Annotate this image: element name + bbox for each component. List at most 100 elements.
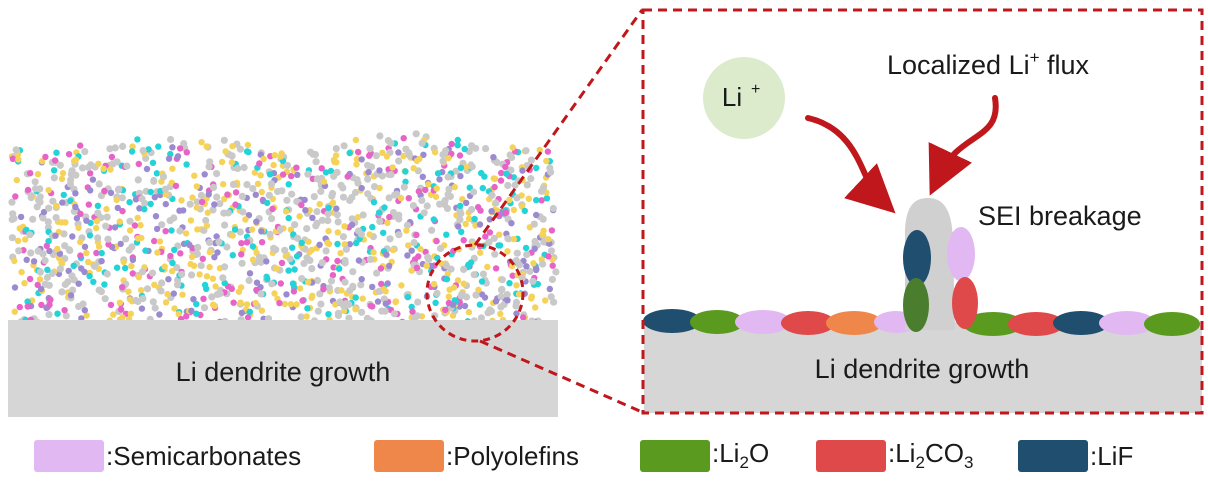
sei-particle — [526, 267, 534, 275]
sei-particle — [543, 157, 550, 165]
sei-particle — [309, 150, 317, 158]
sei-particle — [145, 146, 152, 153]
sei-particle — [60, 191, 67, 199]
sei-particle — [344, 173, 351, 180]
sei-particle — [442, 262, 450, 270]
sei-particle — [252, 299, 259, 307]
sei-particle — [141, 206, 148, 213]
sei-particle — [485, 238, 493, 246]
sei-particle — [291, 266, 298, 273]
sei-particle — [348, 221, 356, 228]
sei-particle — [107, 301, 115, 309]
sei-particle — [105, 241, 112, 248]
sei-particle — [305, 278, 312, 286]
sei-particle — [212, 283, 219, 290]
sei-particle — [488, 191, 496, 199]
sei-particle — [18, 268, 25, 276]
sei-particle — [243, 148, 251, 155]
sei-particle — [308, 265, 316, 273]
sei-particle — [249, 256, 257, 263]
sei-particle — [422, 186, 429, 194]
sei-particle — [128, 262, 135, 270]
sei-particle — [387, 171, 395, 179]
sei-particle — [62, 312, 70, 320]
sei-particle — [423, 262, 430, 269]
sei-particle — [404, 252, 411, 259]
sei-particle — [60, 230, 68, 238]
polyolefins-label: :Polyolefins — [446, 440, 579, 471]
sei-particle — [59, 170, 67, 177]
sei-particle — [203, 273, 211, 280]
sei-particle — [468, 142, 476, 150]
sei-particle — [14, 237, 22, 244]
sei-particle — [178, 197, 185, 204]
sei-particle — [443, 276, 451, 283]
sei-particle — [403, 221, 412, 229]
sei-particle — [281, 246, 289, 254]
sei-particle — [538, 197, 545, 204]
sei-particle — [380, 286, 387, 293]
sei-particle — [412, 130, 420, 138]
sei-particle — [43, 273, 52, 282]
sei-particle — [58, 175, 66, 182]
sei-particle — [44, 218, 52, 226]
sei-particle — [258, 307, 266, 314]
sei-particle — [462, 220, 469, 228]
sei-particle — [253, 286, 260, 294]
sei-particle — [108, 153, 116, 161]
sei-particle — [413, 231, 420, 239]
sei-particle — [310, 193, 318, 201]
sei-particle — [278, 187, 286, 195]
sei-particle — [169, 165, 176, 172]
sei-particle — [166, 217, 174, 225]
sei-particle — [547, 293, 555, 301]
sei-particle — [492, 265, 500, 272]
sei-particle — [428, 226, 436, 234]
sei-particle — [125, 288, 132, 295]
sei-particle — [224, 191, 231, 198]
sei-particle — [156, 311, 163, 318]
sei-particle — [245, 276, 253, 285]
sei-particle — [385, 194, 393, 202]
sei-particle — [457, 164, 465, 172]
sei-particle — [165, 155, 173, 162]
sei-particle — [24, 298, 31, 305]
sei-particle — [56, 161, 64, 169]
sei-particle — [313, 208, 321, 216]
sei-particle — [376, 167, 383, 174]
sei-particle — [137, 222, 144, 229]
sei-particle — [312, 222, 320, 230]
sei-particle — [119, 207, 126, 215]
sei-particle — [42, 153, 49, 161]
sei-li2o-ellipse — [1144, 312, 1200, 336]
sei-particle — [488, 208, 495, 215]
sei-particle — [366, 152, 373, 159]
sei-particle — [436, 200, 444, 208]
legend-item-lif: :LiF — [1018, 438, 1133, 474]
sei-particle — [364, 161, 372, 169]
sei-particle — [43, 242, 50, 250]
sei-particle — [176, 207, 183, 214]
sei-particle — [107, 166, 114, 173]
sei-particle — [542, 297, 549, 304]
sei-particle — [149, 159, 157, 166]
sei-particle — [41, 257, 49, 265]
sei-particle — [258, 228, 265, 235]
sei-particle — [530, 220, 538, 228]
sei-particle — [419, 173, 426, 180]
sei-particle — [530, 260, 537, 267]
sei-particle — [238, 309, 245, 317]
sei-particle — [203, 285, 210, 292]
sei-particle — [383, 153, 391, 160]
sei-particle — [444, 270, 451, 278]
sei-particle — [478, 169, 485, 177]
sei-particle — [334, 229, 341, 236]
sei-particle — [457, 172, 464, 180]
sei-particle — [165, 276, 172, 283]
sei-particle — [381, 204, 388, 211]
sei-particle — [316, 200, 323, 208]
sei-particle — [293, 164, 300, 171]
sei-particle — [339, 184, 347, 192]
sei-particle — [78, 315, 85, 322]
sei-particle — [402, 145, 410, 153]
